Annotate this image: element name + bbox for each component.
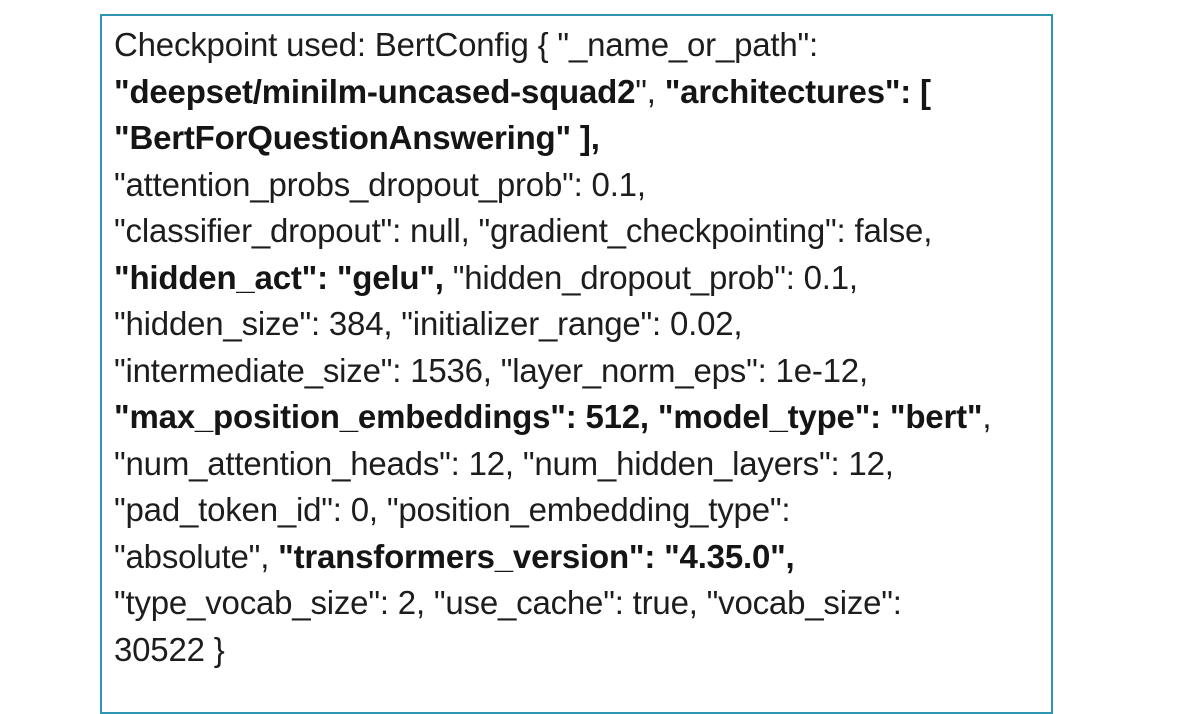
text-line: "BertForQuestionAnswering" ], bbox=[114, 115, 1039, 162]
text-segment: "pad_token_id": 0, "position_embedding_t… bbox=[114, 491, 791, 528]
bold-text-segment: "hidden_act": "gelu", bbox=[114, 258, 444, 296]
text-line: "max_position_embeddings": 512, "model_t… bbox=[114, 394, 1039, 441]
text-segment: , bbox=[982, 398, 992, 435]
text-segment: ", bbox=[635, 72, 665, 110]
config-text-box: Checkpoint used: BertConfig { "_name_or_… bbox=[100, 14, 1053, 714]
text-line: "attention_probs_dropout_prob": 0.1, bbox=[114, 162, 1039, 209]
text-segment: "classifier_dropout": null, "gradient_ch… bbox=[114, 212, 933, 249]
bold-text-segment: "deepset/minilm-uncased-squad2 bbox=[114, 72, 636, 110]
text-segment: "num_attention_heads": 12, "num_hidden_l… bbox=[114, 444, 894, 482]
text-segment: "attention_probs_dropout_prob": 0.1, bbox=[114, 165, 646, 203]
text-segment: Checkpoint used: BertConfig { "_name_or_… bbox=[114, 26, 819, 63]
config-text: Checkpoint used: BertConfig { "_name_or_… bbox=[114, 22, 1039, 673]
text-line: 30522 } bbox=[114, 627, 1039, 674]
bold-text-segment: "architectures": [ bbox=[664, 72, 931, 110]
text-segment: "hidden_size": 384, "initializer_range":… bbox=[114, 305, 743, 342]
text-line: "intermediate_size": 1536, "layer_norm_e… bbox=[114, 348, 1039, 395]
text-segment: "intermediate_size": 1536, "layer_norm_e… bbox=[114, 351, 868, 389]
text-segment: "absolute", bbox=[114, 537, 279, 575]
bold-text-segment: "BertForQuestionAnswering" ], bbox=[114, 119, 600, 156]
text-line: "hidden_act": "gelu", "hidden_dropout_pr… bbox=[114, 255, 1039, 302]
text-segment: "type_vocab_size": 2, "use_cache": true,… bbox=[114, 584, 902, 621]
text-line: Checkpoint used: BertConfig { "_name_or_… bbox=[114, 22, 1039, 69]
text-segment: 30522 } bbox=[114, 630, 225, 668]
text-segment: "hidden_dropout_prob": 0.1, bbox=[443, 258, 858, 296]
text-line: "absolute", "transformers_version": "4.3… bbox=[114, 534, 1039, 581]
text-line: "type_vocab_size": 2, "use_cache": true,… bbox=[114, 580, 1039, 627]
text-line: "classifier_dropout": null, "gradient_ch… bbox=[114, 208, 1039, 255]
text-line: "hidden_size": 384, "initializer_range":… bbox=[114, 301, 1039, 348]
text-line: "pad_token_id": 0, "position_embedding_t… bbox=[114, 487, 1039, 534]
bold-text-segment: "max_position_embeddings": 512, "model_t… bbox=[114, 398, 983, 435]
text-line: "deepset/minilm-uncased-squad2", "archit… bbox=[114, 69, 1039, 116]
text-line: "num_attention_heads": 12, "num_hidden_l… bbox=[114, 441, 1039, 488]
bold-text-segment: "transformers_version": "4.35.0", bbox=[278, 537, 795, 575]
